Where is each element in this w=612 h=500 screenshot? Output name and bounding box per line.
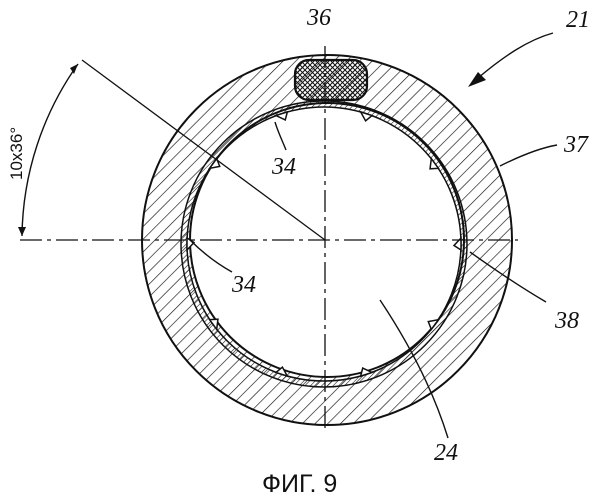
angle-label: 10x36° (7, 127, 26, 180)
ref-liner: 38 (554, 308, 579, 334)
ref-bore: 24 (434, 440, 458, 466)
angle-arrow-top (70, 64, 78, 74)
ref-insert: 36 (306, 5, 331, 31)
angle-arrow-bottom (18, 227, 26, 236)
liner-ring-section (181, 101, 467, 387)
leader-line-34-upper (275, 122, 286, 150)
figure-caption: ФИГ. 9 (262, 470, 337, 498)
ref-tab-upper: 34 (271, 154, 296, 180)
ref-tab-left: 34 (231, 272, 256, 298)
leader-line-21 (478, 33, 553, 78)
leader-line-37 (500, 145, 557, 166)
ref-assembly: 21 (566, 7, 590, 33)
ref-outer-ring: 37 (563, 132, 589, 158)
top-insert (295, 60, 367, 100)
angle-dimension-arc (22, 64, 78, 236)
leader-line-34-left (190, 240, 232, 272)
